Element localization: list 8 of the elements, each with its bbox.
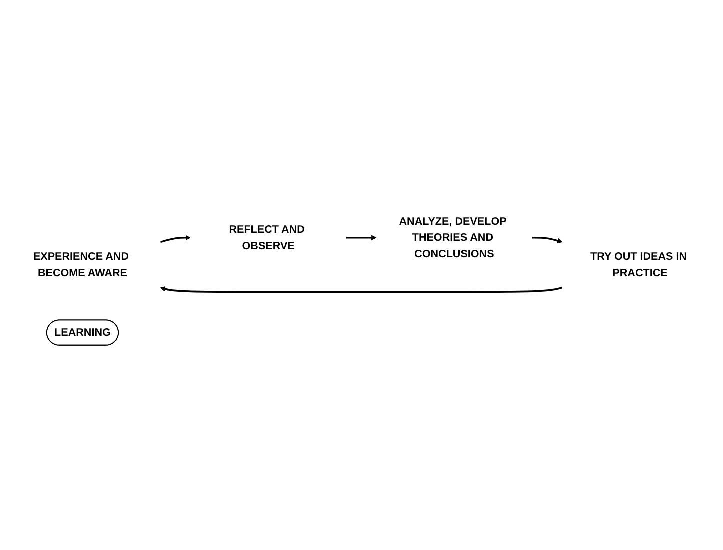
arrow	[532, 237, 563, 244]
node-text: EXPERIENCE AND BECOME AWARE	[33, 250, 130, 279]
node-text: TRY OUT IDEAS IN PRACTICE	[590, 250, 688, 279]
arrow	[160, 235, 191, 244]
arrow	[346, 235, 377, 241]
node-text: REFLECT AND OBSERVE	[229, 224, 305, 252]
arrow	[160, 286, 563, 294]
node-text: ANALYZE, DEVELOP THEORIES AND CONCLUSIONS	[399, 215, 507, 260]
